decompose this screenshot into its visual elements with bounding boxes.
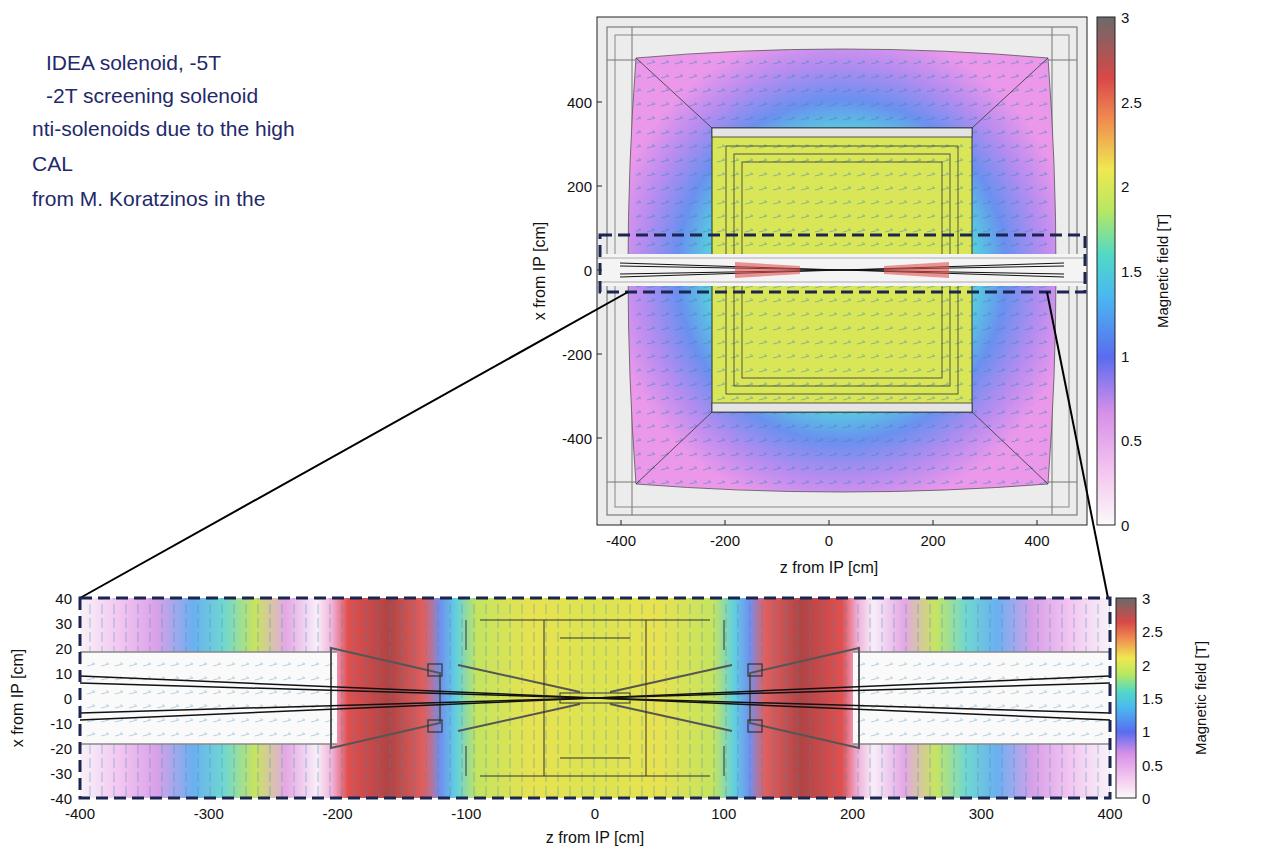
bullet-text: nti-solenoids due to the high — [32, 118, 295, 139]
full-field-map — [597, 17, 1087, 525]
zoom-region — [600, 235, 1085, 292]
axis-title: x from IP [cm] — [532, 222, 548, 320]
tick-label: -400 — [606, 533, 636, 548]
tick-label: -400 — [562, 431, 592, 446]
axis-title: x from IP [cm] — [10, 649, 26, 747]
colorbar-tick: 1 — [1121, 348, 1129, 363]
colorbar-tick: 0.5 — [1121, 433, 1142, 448]
bullet-text: -2T screening solenoid — [46, 85, 258, 106]
zoom-leader — [80, 292, 628, 598]
tick-label: 400 — [1097, 806, 1122, 821]
tick-label: -400 — [65, 806, 95, 821]
tick-label: 200 — [920, 533, 945, 548]
bullet-text: CAL — [32, 153, 73, 174]
colorbar-title: Magnetic field [T] — [1155, 214, 1170, 328]
tick-label: -200 — [562, 347, 592, 362]
tick-label: 200 — [567, 179, 592, 194]
tick-label: -200 — [322, 806, 352, 821]
zoom-field-map — [80, 598, 1110, 798]
tick-label: 100 — [711, 806, 736, 821]
colorbar-tick: 0 — [1121, 518, 1129, 533]
zoom-frame — [80, 598, 1110, 798]
colorbar-tick: 1.5 — [1121, 264, 1142, 279]
tick-label: 40 — [55, 591, 72, 606]
tick-label: -10 — [50, 716, 72, 731]
axis-ticks — [597, 102, 1037, 525]
colorbar — [1116, 598, 1136, 798]
colorbar-tick: 2.5 — [1121, 94, 1142, 109]
tick-label: 200 — [840, 806, 865, 821]
axis-title: z from IP [cm] — [546, 830, 644, 846]
tick-label: 0 — [591, 806, 599, 821]
tick-label: 10 — [55, 666, 72, 681]
colorbar-tick: 1 — [1142, 724, 1150, 739]
tick-label: 0 — [584, 263, 592, 278]
tick-label: -200 — [710, 533, 740, 548]
tick-label: 400 — [567, 95, 592, 110]
tick-label: -300 — [194, 806, 224, 821]
colorbar-tick: 3 — [1121, 10, 1129, 25]
colorbar-tick: 0 — [1142, 791, 1150, 806]
tick-label: 400 — [1024, 533, 1049, 548]
bullet-text: IDEA solenoid, -5T — [46, 52, 221, 73]
colorbar-tick: 1.5 — [1142, 691, 1163, 706]
tick-label: 0 — [64, 691, 72, 706]
colorbar-tick: 3 — [1142, 591, 1150, 606]
tick-label: -20 — [50, 741, 72, 756]
colorbar-tick: 2 — [1121, 179, 1129, 194]
tick-label: -100 — [451, 806, 481, 821]
bullet-text: from M. Koratzinos in the — [32, 188, 265, 209]
colorbar-title: Magnetic field [T] — [1193, 641, 1208, 755]
tick-label: -30 — [50, 766, 72, 781]
axis-title: z from IP [cm] — [780, 560, 878, 576]
zoom-leader — [1047, 292, 1108, 598]
tick-label: 0 — [825, 533, 833, 548]
tick-label: 30 — [55, 616, 72, 631]
colorbar-tick: 2.5 — [1142, 624, 1163, 639]
colorbar — [1097, 17, 1115, 525]
tick-label: 300 — [969, 806, 994, 821]
colorbar-tick: 0.5 — [1142, 757, 1163, 772]
colorbar-tick: 2 — [1142, 657, 1150, 672]
tick-label: 20 — [55, 641, 72, 656]
tick-label: -40 — [50, 791, 72, 806]
